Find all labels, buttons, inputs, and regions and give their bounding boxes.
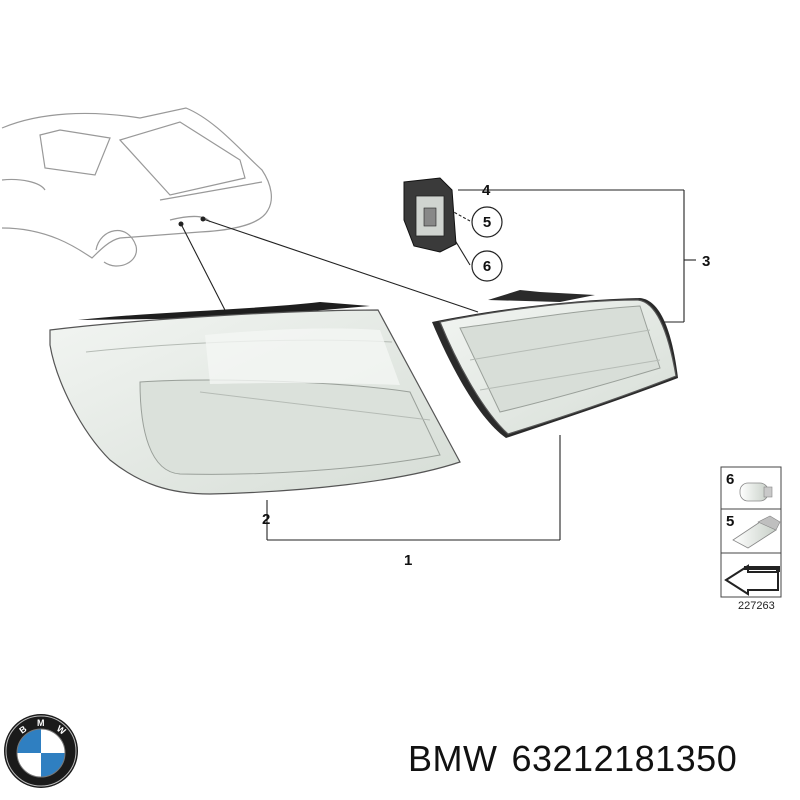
callout-circle-5: 5	[471, 206, 503, 238]
wedge-bulb-icon	[739, 482, 773, 502]
festoon-bulb-icon	[732, 515, 781, 549]
svg-text:M: M	[37, 718, 45, 728]
callout-4: 4	[482, 182, 491, 199]
callout-1: 1	[404, 552, 412, 569]
inner-tail-light	[432, 290, 678, 438]
bmw-roundel-icon: B M W	[4, 714, 78, 788]
arrow-indicator-icon	[724, 564, 780, 596]
svg-text:B: B	[17, 723, 28, 735]
legend-box: 6 5	[720, 466, 782, 598]
callout-6: 6	[483, 258, 491, 275]
car-rear-outline	[1, 107, 272, 267]
leader-lines	[180, 189, 696, 541]
legend-number-5: 5	[726, 513, 734, 530]
brand-name: BMW	[408, 738, 498, 779]
callout-3: 3	[702, 253, 710, 270]
callout-2: 2	[262, 511, 270, 528]
callout-circle-6: 6	[471, 250, 503, 282]
part-number: 63212181350	[511, 738, 738, 779]
diagram-reference-number: 227263	[738, 600, 775, 612]
outer-tail-light	[49, 302, 461, 495]
bulb-holder	[403, 177, 457, 253]
part-caption: BMW 63212181350	[408, 738, 751, 780]
callout-5: 5	[483, 214, 491, 231]
legend-number-6: 6	[726, 471, 734, 488]
